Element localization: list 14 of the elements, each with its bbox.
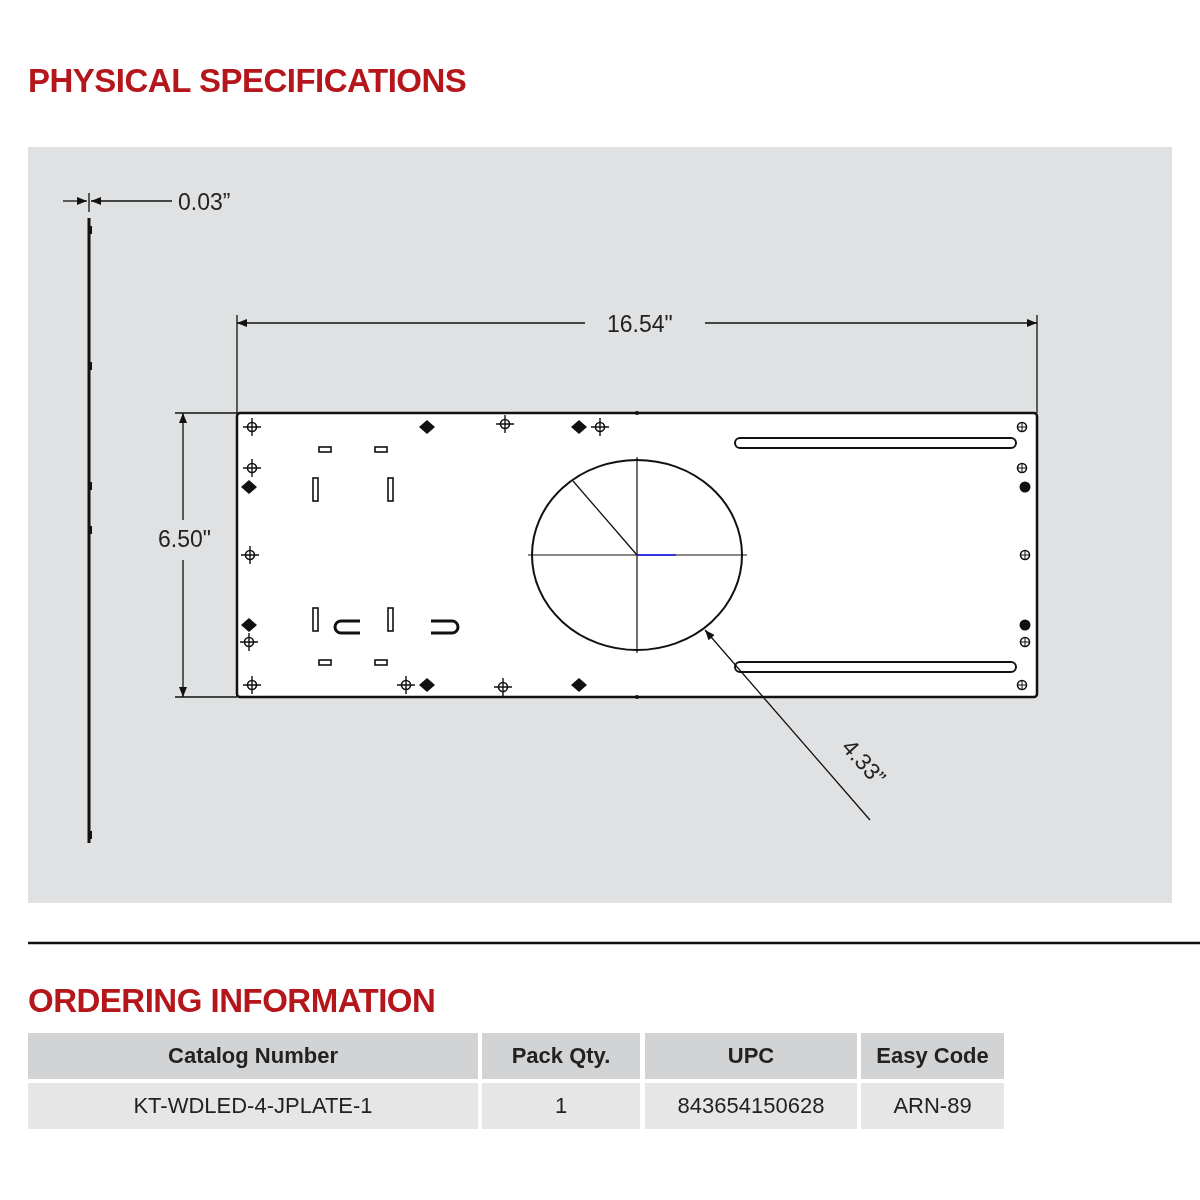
dimension-label: 16.54" — [607, 311, 673, 338]
column-header: Catalog Number — [28, 1033, 478, 1079]
column-header: Easy Code — [861, 1033, 1004, 1079]
column-header: UPC — [645, 1033, 857, 1079]
section-heading: ORDERING INFORMATION — [28, 982, 436, 1020]
column-header: Pack Qty. — [482, 1033, 640, 1079]
table-cell: 843654150628 — [645, 1083, 857, 1129]
dimension-label: 6.50" — [158, 526, 211, 553]
dimension-label: 0.03” — [178, 189, 231, 216]
section-heading: PHYSICAL SPECIFICATIONS — [28, 62, 467, 100]
table-cell: 1 — [482, 1083, 640, 1129]
table-cell: KT-WDLED-4-JPLATE-1 — [28, 1083, 478, 1129]
dimension-label: 4.33” — [835, 734, 892, 792]
table-cell: ARN-89 — [861, 1083, 1004, 1129]
